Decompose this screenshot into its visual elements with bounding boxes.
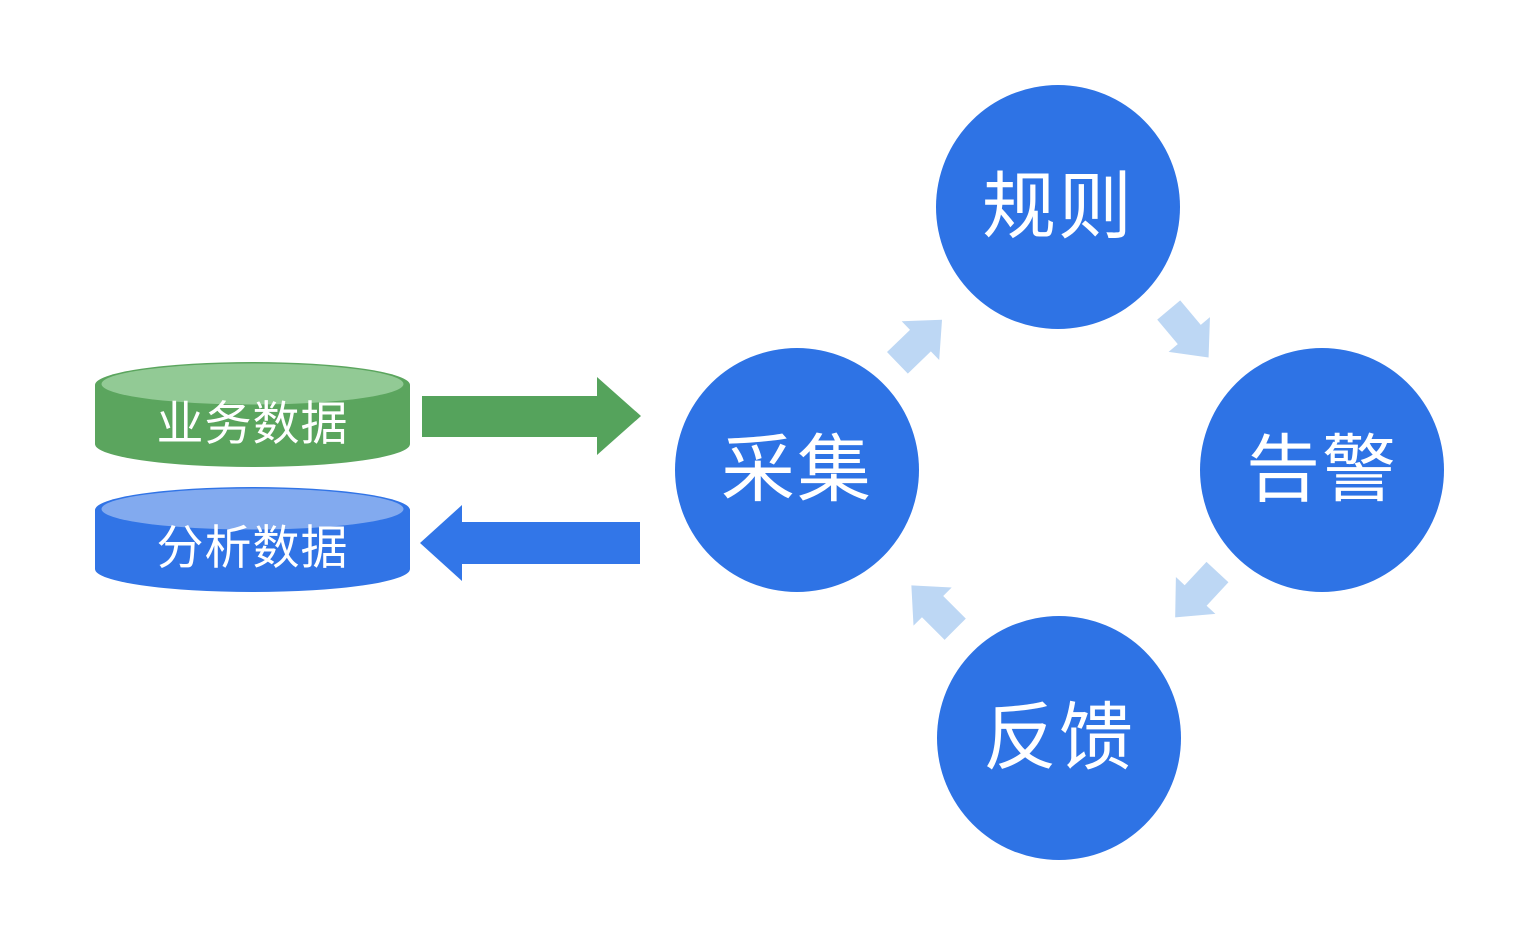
cycle-arrow-rules-to-alert-icon [1157,300,1210,358]
analysis-data-cylinder [95,487,410,592]
node-alert-label: 告警 [1246,428,1398,511]
cycle-arrow-collect-to-rules-icon [886,319,943,374]
node-collect-label: 采集 [721,428,873,511]
cylinder-top [101,488,404,530]
node-alert: 告警 [1200,348,1444,592]
node-feedback-label: 反馈 [983,696,1135,779]
node-rules: 规则 [936,85,1180,329]
cylinder-body [95,385,410,467]
node-collect: 采集 [675,348,919,592]
node-rules-label: 规则 [982,165,1134,248]
cylinder-body [95,510,410,592]
business-data-label: 业务数据 [156,397,349,450]
business-data-cylinder [95,362,410,467]
analysis-data-label: 分析数据 [156,521,349,574]
left-arrow-icon [420,505,640,581]
right-arrow-icon [422,377,641,455]
cycle-arrow-alert-to-feedback-icon [1175,561,1229,618]
node-feedback: 反馈 [937,616,1181,860]
cylinder-top [101,363,404,405]
cycle-arrow-feedback-to-collect-icon [911,585,966,640]
